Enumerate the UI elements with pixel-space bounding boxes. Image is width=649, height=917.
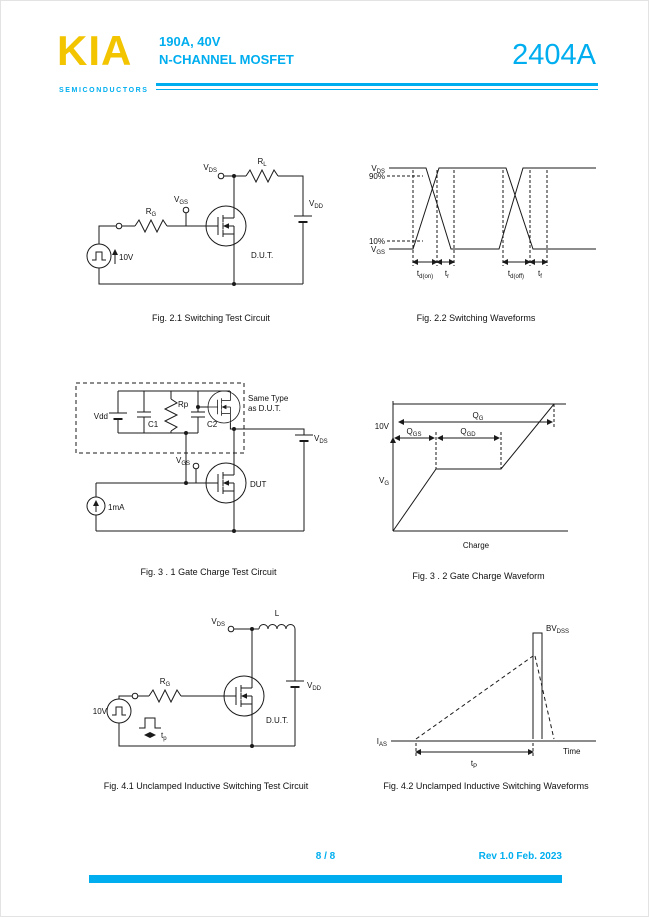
fig21-label-10v: 10V [119,253,134,262]
fig31-caption: Fig. 3 . 1 Gate Charge Test Circuit [140,567,277,577]
resistor-rl [245,169,279,183]
fig21-label-dut: D.U.T. [251,251,273,260]
bvdss-spike [532,632,543,739]
fig32-label-qgd: QGD [460,427,476,438]
fig41-label-dut: D.U.T. [266,716,288,725]
brand-subtitle: SEMICONDUCTORS [59,87,149,94]
fig32-label-qg: QG [473,411,484,422]
fig42-label-tp: tP [471,759,477,770]
vgs-test-point [192,462,200,470]
fig41-label-vds: VDS [211,617,225,628]
vds-trace [389,167,596,250]
fig42-label-bvdss: BVDSS [546,624,569,635]
fig31-label-c1: C1 [148,420,159,429]
part-number: 2404A [512,39,596,71]
current-ramp [415,655,534,740]
vdd-battery-symbol [108,412,128,420]
fig21-label-vdd: VDD [309,199,324,210]
resistor-rp [164,398,178,432]
fig32-label-qgs: QGS [407,427,422,438]
dashed-box [75,382,245,454]
fig22-label-10: 10% [369,237,385,246]
vdd-battery-symbol [285,680,305,688]
terminal-dot [131,692,139,700]
gate-voltage-curve [392,403,566,532]
footer-bar [89,875,562,883]
vds-test-point [217,172,225,180]
current-source-symbol [86,496,106,516]
fig22-label-tdon: td(on) [417,269,433,280]
fig41-label-l: L [275,609,280,618]
fig41-label-10v: 10V [93,707,108,716]
gate-pulse-glyph [139,717,161,729]
vds-battery-symbol [294,434,314,442]
fig32-label-10v: 10V [375,422,390,431]
fig31-label-vds: VDS [314,434,328,445]
fig41-caption: Fig. 4.1 Unclamped Inductive Switching T… [103,781,309,791]
fig31-label-same-type-2: as D.U.T. [248,404,281,413]
page-indicator: 8 / 8 [315,851,336,862]
fig31-label-c2: C2 [207,420,218,429]
fig31-label-vdd: Vdd [94,412,108,421]
part-rating: 190A, 40V [159,34,221,49]
inductor-l [258,624,296,630]
fig21-caption: Fig. 2.1 Switching Test Circuit [152,313,270,323]
node-dot [184,481,188,485]
fig41-label-tp: tp [161,731,167,742]
resistor-rg [148,689,182,703]
fig22-label-vgs: VGS [371,245,385,256]
fig41-label-rg: RG [160,677,171,688]
brand-logo: KIA [57,27,133,74]
fig21-label-vds: VDS [203,163,217,174]
fig22-switching-waveforms: VDS VGS 90% 10% td(on) tr td(off) tf [369,164,596,280]
mosfet-dut-symbol [205,462,247,504]
fig22-label-tf: tf [538,269,542,280]
fig22-label-90: 90% [369,172,385,181]
fig22-label-tr: tr [445,269,449,280]
fig22-label-tdoff: td(off) [508,269,524,280]
fig31-label-dut: DUT [250,480,267,489]
fig42-label-ias: IAS [377,737,387,748]
fig21-label-rl: RL [257,157,267,168]
vds-test-point [227,625,235,633]
node-dot [196,405,200,409]
header-rule-thick [156,83,598,86]
fig31-label-same-type-1: Same Type [248,394,289,403]
fig42-uis-waveforms: IAS Time BVDSS tP [377,624,596,770]
pulse-generator-symbol [86,243,118,269]
fig42-caption: Fig. 4.2 Unclamped Inductive Switching W… [383,781,589,791]
fig31-label-vgs: VGS [176,456,190,467]
fig32-label-charge: Charge [463,541,490,550]
fig42-label-time: Time [563,747,581,756]
fig21-label-vgs: VGS [174,195,188,206]
fig22-caption: Fig. 2.2 Switching Waveforms [416,313,536,323]
fig32-gate-charge-waveform: QG QGS QGD 10V VG Charge [375,401,568,550]
vgs-trace [389,167,596,250]
mosfet-dut-symbol [223,675,265,717]
fig31-label-1ma: 1mA [108,503,125,512]
resistor-rg [134,219,168,233]
fig31-label-rp: Rp [178,400,189,409]
fig32-caption: Fig. 3 . 2 Gate Charge Waveform [412,571,545,581]
fig22-label-vds: VDS [371,164,385,175]
vdd-battery-symbol [293,215,313,223]
mosfet-same-type-symbol [207,390,241,424]
fig21-label-rg: RG [146,207,157,218]
fig21-switching-test-circuit: 10V RG VGS D.U.T. VDS RL VDD [86,157,324,286]
terminal-dot [115,222,123,230]
fig41-label-vdd: VDD [307,681,322,692]
fig32-label-vg: VG [379,476,389,487]
fig41-uis-test-circuit: VDS L VDD D.U.T. RG 10V tp [93,609,322,748]
fig31-gate-charge-test-circuit: Vdd C1 Rp C2 Same Type as D.U.T. VDS VGS [75,382,328,533]
current-fall [534,655,555,740]
device-type: N-CHANNEL MOSFET [159,52,294,67]
vgs-test-point [182,206,190,214]
revision-text: Rev 1.0 Feb. 2023 [478,851,562,862]
pulse-generator-symbol [106,698,132,724]
node-dot [184,431,188,435]
header-rule-thin [156,89,598,90]
mosfet-dut-symbol [205,205,247,247]
